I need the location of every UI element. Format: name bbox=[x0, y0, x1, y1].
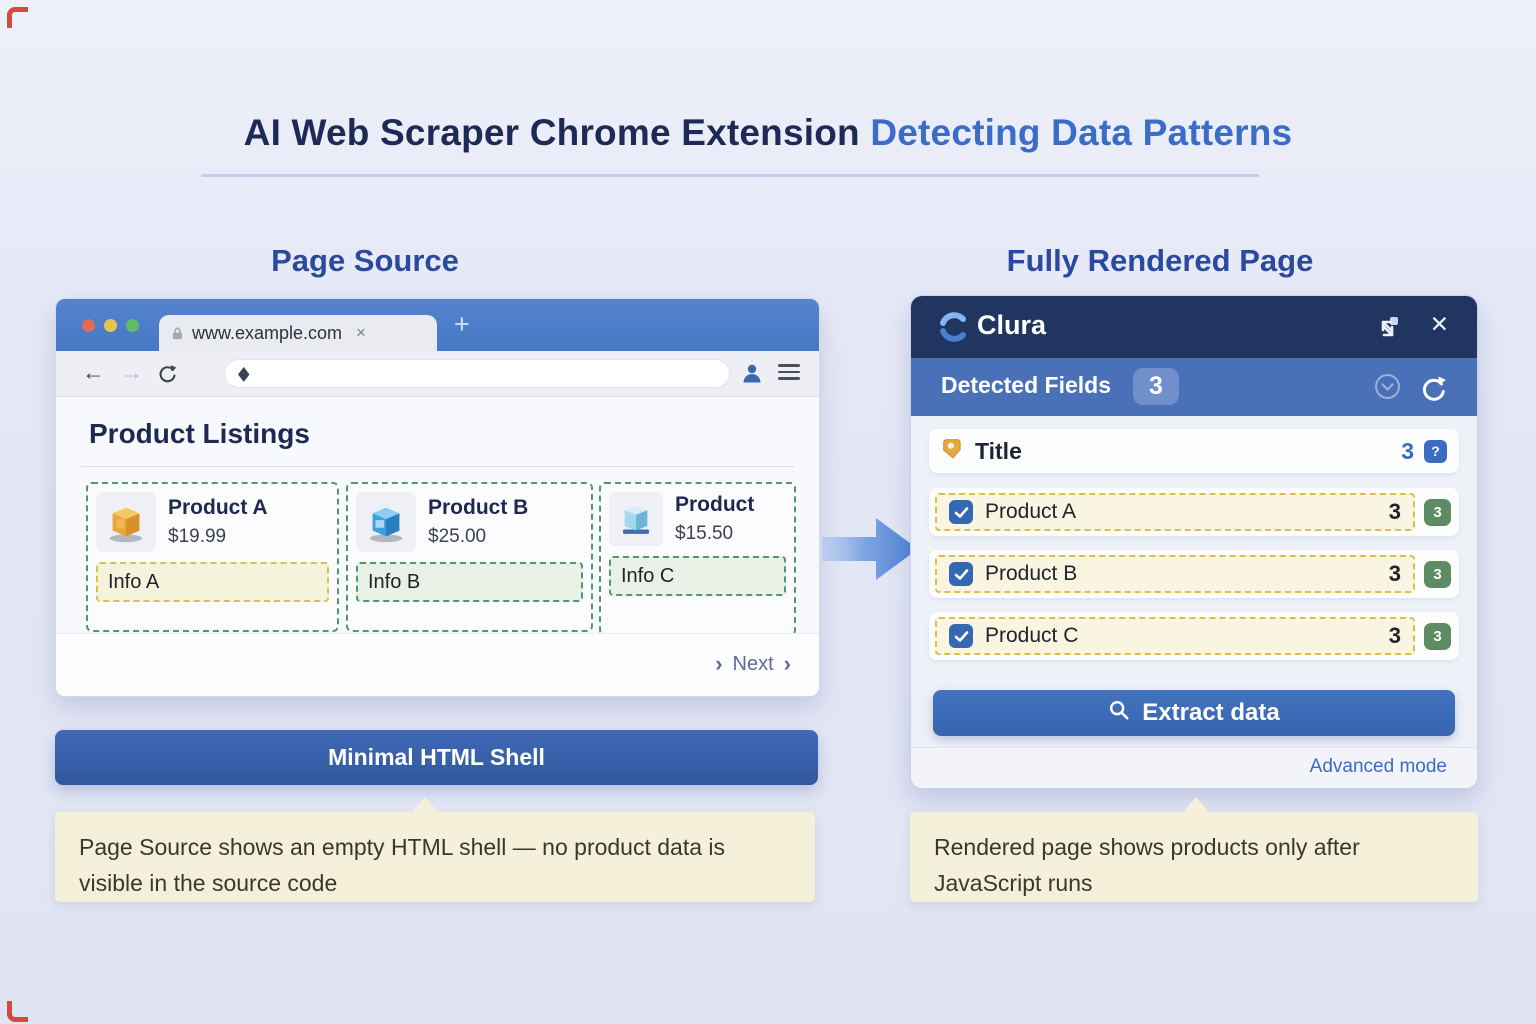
product-price: $15.50 bbox=[675, 523, 734, 544]
extract-data-button[interactable]: Extract data bbox=[933, 690, 1455, 736]
title-accent: Detecting Data Patterns bbox=[870, 112, 1293, 153]
row-label: Product C bbox=[985, 624, 1079, 647]
product-price: $25.00 bbox=[428, 526, 487, 547]
note-pointer bbox=[1182, 797, 1210, 813]
browser-window: www.example.com × + ← → ◆ Product Listin… bbox=[55, 298, 820, 697]
row-label: Product A bbox=[985, 500, 1077, 523]
match-count-badge: 3 bbox=[1424, 560, 1451, 588]
detected-region: Product B 3 bbox=[935, 555, 1415, 593]
product-card-b: Product B $25.00 Info B bbox=[346, 482, 593, 632]
detected-fields-label: Detected Fields bbox=[941, 372, 1111, 398]
row-count: 3 bbox=[1388, 623, 1401, 648]
browser-toolbar: ← → ◆ bbox=[56, 351, 819, 397]
detected-region: Product C 3 bbox=[935, 617, 1415, 655]
tab-close-icon[interactable]: × bbox=[356, 323, 366, 342]
checkbox-checked[interactable] bbox=[949, 500, 973, 524]
field-label: Title bbox=[975, 437, 1022, 464]
traffic-light-red[interactable] bbox=[82, 319, 95, 332]
left-section-title: Page Source bbox=[271, 243, 459, 278]
corner-mark bbox=[7, 1001, 28, 1022]
chevron-right-icon: › bbox=[715, 651, 723, 676]
tag-icon bbox=[941, 437, 965, 466]
back-icon[interactable]: ← bbox=[82, 359, 105, 385]
left-note-text: Page Source shows an empty HTML shell — … bbox=[79, 834, 726, 896]
chevron-right-icon: › bbox=[783, 651, 791, 676]
field-count: 3 bbox=[1401, 437, 1414, 464]
help-icon[interactable]: ? bbox=[1424, 439, 1447, 463]
info-box-b: Info B bbox=[356, 562, 583, 602]
extension-popup: Clura ✕ Detected Fields 3 bbox=[910, 295, 1478, 789]
right-section-title: Fully Rendered Page bbox=[1006, 243, 1314, 278]
right-note: Rendered page shows products only after … bbox=[910, 797, 1478, 902]
menu-icon[interactable] bbox=[778, 364, 800, 380]
popup-footer: Advanced mode bbox=[911, 747, 1477, 788]
field-group-title[interactable]: Title 3 ? bbox=[929, 429, 1459, 473]
title-dark: AI Web Scraper Chrome Extension bbox=[243, 112, 860, 153]
site-icon: ◆ bbox=[238, 362, 250, 385]
detected-row-product-c[interactable]: Product C 3 3 bbox=[929, 612, 1459, 660]
refresh-icon[interactable] bbox=[1419, 373, 1447, 406]
product-name: Product B bbox=[428, 496, 529, 519]
profile-icon[interactable] bbox=[740, 361, 764, 390]
row-count: 3 bbox=[1388, 561, 1401, 586]
browser-tabstrip: www.example.com × + bbox=[56, 299, 819, 351]
product-card-a: Product A $19.99 Info A bbox=[86, 482, 339, 632]
browser-footer: › Next › bbox=[56, 633, 819, 696]
match-count-badge: 3 bbox=[1424, 498, 1451, 526]
title-underline bbox=[201, 174, 1259, 177]
forward-icon[interactable]: → bbox=[120, 359, 143, 385]
detected-fields-count-badge: 3 bbox=[1133, 368, 1179, 405]
popup-header: Clura ✕ bbox=[911, 296, 1477, 358]
page-title: AI Web Scraper Chrome Extension Detectin… bbox=[0, 112, 1536, 154]
row-count: 3 bbox=[1388, 499, 1401, 524]
orange-box-icon bbox=[96, 492, 156, 552]
row-label: Product B bbox=[985, 562, 1078, 585]
product-name: Product bbox=[675, 493, 755, 516]
detected-fields-bar: Detected Fields 3 bbox=[911, 358, 1477, 416]
note-pointer bbox=[411, 797, 439, 813]
refresh-icon[interactable] bbox=[156, 362, 177, 388]
product-price: $19.99 bbox=[168, 526, 227, 547]
product-name: Product A bbox=[168, 496, 268, 519]
traffic-light-green[interactable] bbox=[126, 319, 139, 332]
right-note-text: Rendered page shows products only after … bbox=[934, 834, 1360, 896]
advanced-mode-link[interactable]: Advanced mode bbox=[1309, 756, 1447, 777]
product-card-c: Product $15.50 Info C bbox=[599, 482, 796, 636]
checkbox-checked[interactable] bbox=[949, 624, 973, 648]
app-name: Clura bbox=[977, 310, 1047, 340]
address-bar[interactable]: ◆ bbox=[224, 359, 730, 388]
detected-row-product-a[interactable]: Product A 3 3 bbox=[929, 488, 1459, 536]
browser-content: Product Listings Product A $19.99 bbox=[56, 396, 819, 636]
left-note: Page Source shows an empty HTML shell — … bbox=[55, 797, 815, 902]
html-shell-banner: Minimal HTML Shell bbox=[55, 730, 818, 785]
detected-region: Product A 3 bbox=[935, 493, 1415, 531]
close-icon[interactable]: ✕ bbox=[1429, 311, 1449, 337]
collapse-icon[interactable] bbox=[1374, 373, 1401, 405]
next-label: Next bbox=[732, 652, 774, 675]
pagination-next[interactable]: › Next › bbox=[715, 651, 791, 677]
divider bbox=[81, 466, 794, 467]
match-count-badge: 3 bbox=[1424, 622, 1451, 650]
corner-mark bbox=[7, 7, 28, 28]
page-heading: Product Listings bbox=[89, 418, 310, 449]
lightblue-box-icon bbox=[609, 492, 663, 546]
info-box-c: Info C bbox=[609, 556, 786, 596]
new-tab-button[interactable]: + bbox=[454, 309, 470, 339]
traffic-light-yellow[interactable] bbox=[104, 319, 117, 332]
browser-tab[interactable]: www.example.com × bbox=[159, 315, 437, 351]
clura-logo-icon bbox=[937, 311, 969, 348]
detected-row-product-b[interactable]: Product B 3 3 bbox=[929, 550, 1459, 598]
tab-url: www.example.com bbox=[192, 322, 343, 343]
blue-box-icon bbox=[356, 492, 416, 552]
checkbox-checked[interactable] bbox=[949, 562, 973, 586]
search-icon bbox=[1108, 699, 1130, 728]
flow-arrow-icon bbox=[820, 510, 920, 593]
popout-icon[interactable] bbox=[1377, 314, 1401, 343]
lock-icon bbox=[172, 327, 183, 339]
extract-label: Extract data bbox=[1142, 699, 1280, 726]
info-box-a: Info A bbox=[96, 562, 329, 602]
